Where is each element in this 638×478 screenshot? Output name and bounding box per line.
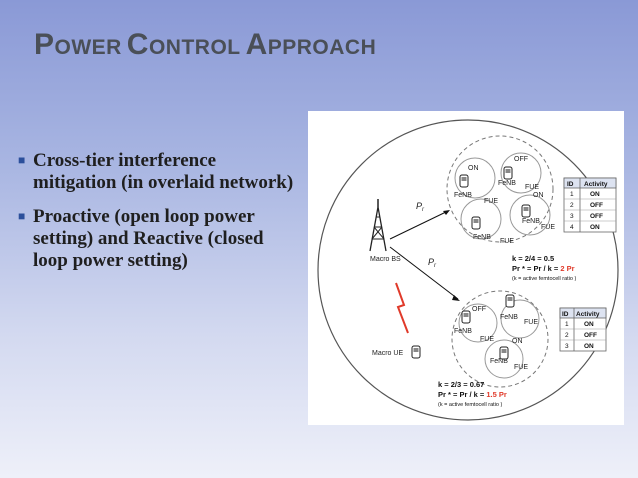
macro-ue-phone-icon <box>411 345 421 359</box>
fue-label: FUE <box>525 184 539 191</box>
square-bullet-icon: ■ <box>18 209 26 223</box>
svg-text:k = 2/4 = 0.5: k = 2/4 = 0.5 <box>512 254 554 263</box>
bullet-item: ■ Cross-tier interference mitigation (in… <box>18 150 294 193</box>
fenb-device-icon <box>503 166 513 180</box>
fenb-label: FeNB <box>500 314 518 321</box>
slide-title: POWER CONTROL APPROACH <box>34 28 377 61</box>
svg-text:OFF: OFF <box>590 202 603 209</box>
fenb-label: FeNB <box>490 358 508 365</box>
fue-label: FUE <box>514 364 528 371</box>
fue-label: FUE <box>484 198 498 205</box>
femtocell-circle <box>458 303 498 343</box>
svg-text:2: 2 <box>565 332 569 339</box>
femto-cluster-circle <box>446 135 554 243</box>
fenb-device-icon <box>521 204 531 218</box>
fue-label: FUE <box>500 238 514 245</box>
macro-ue-label: Macro UE <box>372 350 403 357</box>
fenb-label: FeNB <box>522 218 540 225</box>
svg-text:3: 3 <box>565 343 569 350</box>
fenb-label: FeNB <box>454 328 472 335</box>
fue-label: FUE <box>480 336 494 343</box>
bullet-list: ■ Cross-tier interference mitigation (in… <box>18 150 298 284</box>
k-formula-2: k = 2/3 = 0.67 Pr * = Pr / k = 1.5 Pr (k… <box>438 380 507 408</box>
svg-text:4: 4 <box>570 224 574 231</box>
femtocell-circle <box>509 194 551 236</box>
svg-text:3: 3 <box>570 213 574 220</box>
svg-text:Pr * = Pr / k = 2 Pr: Pr * = Pr / k = 2 Pr <box>512 264 575 273</box>
k-formula-1: k = 2/4 = 0.5 Pr * = Pr / k = 2 Pr (k = … <box>512 254 577 282</box>
fenb-label: FeNB <box>473 234 491 241</box>
pr-label-1: Pr <box>416 201 425 213</box>
bullet-item: ■ Proactive (open loop power setting) an… <box>18 206 264 271</box>
femto-cluster-circle <box>451 290 549 388</box>
fenb-device-icon <box>505 294 515 308</box>
macro-bs-label: Macro BS <box>370 256 401 263</box>
femtocell-circle <box>500 299 540 339</box>
network-diagram: Macro BS Pr Pr Macro UE ON OFF ON FeNB F… <box>308 111 624 425</box>
svg-text:ON: ON <box>590 191 600 198</box>
femtocell-circle <box>500 152 542 194</box>
fenb-device-icon <box>459 174 469 188</box>
svg-text:OFF: OFF <box>590 213 603 220</box>
svg-text:ID: ID <box>562 311 569 318</box>
fue-label: FUE <box>541 224 555 231</box>
svg-text:1: 1 <box>570 191 574 198</box>
svg-text:ON: ON <box>584 343 594 350</box>
cell-status-label: ON <box>533 192 544 199</box>
fue-label: FUE <box>524 319 538 326</box>
fenb-label: FeNB <box>498 180 516 187</box>
svg-text:Activity: Activity <box>584 181 608 188</box>
link-arrow <box>389 210 449 240</box>
fenb-label: FeNB <box>454 192 472 199</box>
fenb-device-icon <box>499 346 509 360</box>
svg-text:k = 2/3 = 0.67: k = 2/3 = 0.67 <box>438 380 484 389</box>
svg-text:OFF: OFF <box>584 332 597 339</box>
macro-cell-circle <box>317 119 619 421</box>
svg-text:Pr * = Pr / k = 1.5 Pr: Pr * = Pr / k = 1.5 Pr <box>438 390 507 399</box>
femtocell-circle <box>460 198 502 240</box>
fenb-device-icon <box>471 216 481 230</box>
cell-status-label: ON <box>468 165 479 172</box>
link-arrow <box>389 246 459 300</box>
interference-bolt-icon <box>395 282 409 334</box>
femtocell-circle <box>484 339 524 379</box>
cell-status-label: ON <box>512 338 523 345</box>
square-bullet-icon: ■ <box>18 153 26 167</box>
svg-text:2: 2 <box>570 202 574 209</box>
cell-status-label: OFF <box>472 306 486 313</box>
svg-text:1: 1 <box>565 321 569 328</box>
svg-text:ON: ON <box>584 321 594 328</box>
svg-text:(k = active femtocell ratio ): (k = active femtocell ratio ) <box>512 276 577 282</box>
cell-status-label: OFF <box>514 156 528 163</box>
svg-text:ID: ID <box>567 181 574 188</box>
svg-text:ON: ON <box>590 224 600 231</box>
pr-label-2: Pr <box>428 257 437 269</box>
svg-text:Activity: Activity <box>576 311 600 318</box>
svg-text:(k = active femtocell ratio ): (k = active femtocell ratio ) <box>438 402 503 408</box>
macro-bs-tower-icon <box>369 199 387 252</box>
femtocell-circle <box>454 157 496 199</box>
fenb-device-icon <box>461 310 471 324</box>
